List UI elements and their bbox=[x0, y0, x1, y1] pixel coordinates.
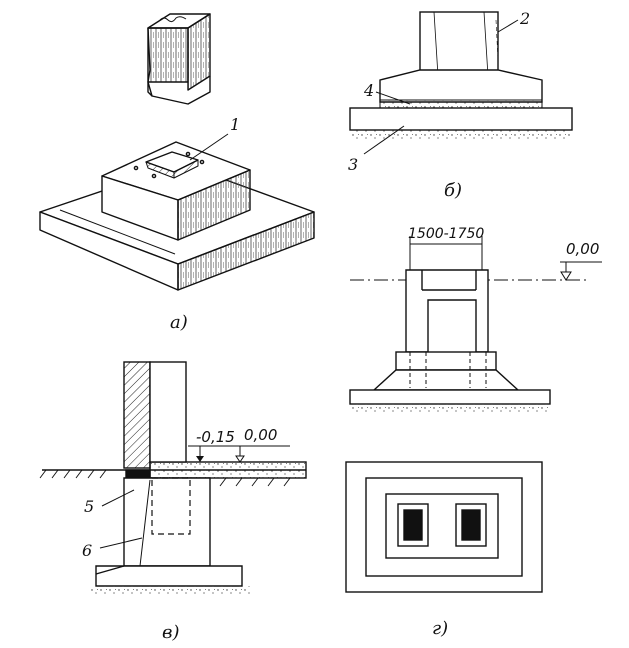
foundation-base-slab bbox=[349, 107, 573, 131]
level-000-g: 0,00 bbox=[566, 240, 599, 258]
column-element bbox=[149, 361, 187, 463]
plan-view bbox=[345, 461, 543, 593]
panel-b bbox=[349, 11, 573, 155]
floor-slab bbox=[149, 461, 307, 479]
dimension-label: 1500-1750 bbox=[408, 226, 484, 242]
callout-4: 4 bbox=[363, 81, 374, 100]
caption-g: г) bbox=[432, 618, 448, 639]
double-column-frame bbox=[405, 269, 489, 353]
callout-1-leader bbox=[189, 133, 229, 161]
callout-3: 3 bbox=[348, 155, 358, 174]
level-000: 0,00 bbox=[244, 426, 277, 444]
foundation-cup bbox=[123, 477, 211, 567]
caption-b: б) bbox=[444, 180, 462, 201]
column-element bbox=[147, 13, 211, 105]
ground-layer bbox=[90, 586, 250, 596]
callout-1: 1 bbox=[230, 115, 240, 134]
ground-layer bbox=[350, 130, 572, 140]
callout-6: 6 bbox=[82, 541, 92, 560]
foundation-base-slab bbox=[349, 389, 551, 405]
callout-2: 2 bbox=[519, 9, 530, 28]
ground-layer bbox=[350, 404, 550, 414]
panel-g bbox=[345, 236, 602, 593]
caption-a: а) bbox=[170, 312, 188, 333]
caption-v: в) bbox=[162, 622, 180, 643]
panel-v bbox=[39, 361, 307, 596]
foundation-base-slab bbox=[95, 565, 243, 587]
foundation-cup bbox=[395, 351, 497, 371]
level-minus-015: -0,15 bbox=[196, 428, 235, 446]
wall-panel bbox=[123, 361, 151, 469]
foundation-cup bbox=[101, 141, 251, 241]
mortar-layer bbox=[379, 99, 543, 109]
foundation-cup bbox=[379, 69, 543, 103]
callout-5: 5 bbox=[84, 497, 94, 516]
panel-a bbox=[39, 13, 315, 291]
